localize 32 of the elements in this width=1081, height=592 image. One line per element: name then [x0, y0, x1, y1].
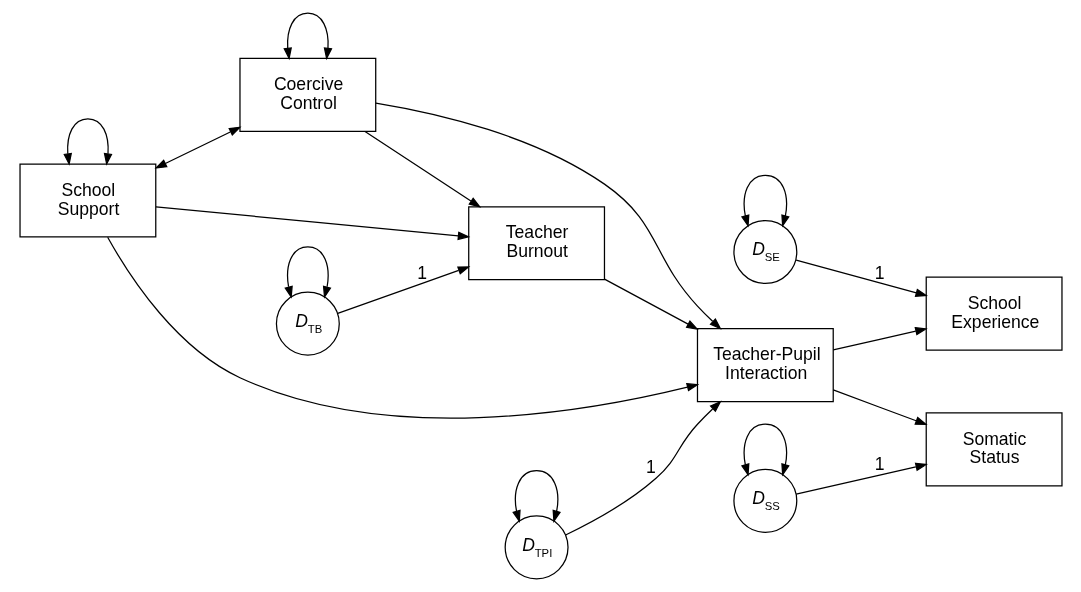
arrow [832, 326, 928, 351]
arrow [363, 130, 481, 208]
node-box: School Experience [925, 276, 1063, 351]
arrow [795, 462, 928, 495]
arrow [740, 174, 790, 228]
node-circle: D$_{TPI}$ [504, 515, 569, 580]
arrow [374, 102, 722, 330]
edge-label: 1 [874, 262, 884, 283]
arrow [740, 423, 790, 477]
node-box: Coercive Control [238, 57, 376, 132]
node-circle: D$_{SS}$ [732, 468, 797, 533]
arrow [795, 259, 928, 297]
node-box: Somatic Status [925, 412, 1063, 487]
edge-label: 1 [645, 457, 656, 478]
arrow [153, 126, 241, 169]
arrow [511, 470, 561, 523]
arrow [106, 236, 699, 419]
edge-label: 1 [416, 262, 427, 283]
edge-label: 1 [874, 453, 884, 474]
arrow [603, 278, 699, 330]
node-circle: D$_{TB}$ [275, 291, 340, 356]
node-box: Teacher-Pupil Interaction [696, 328, 834, 403]
node-box: School Support [18, 163, 156, 238]
arrow [154, 206, 470, 241]
arrow [336, 266, 470, 315]
arrow [62, 118, 112, 166]
arrow [283, 246, 331, 299]
arrow [564, 400, 722, 536]
arrow [282, 12, 332, 61]
arrow [832, 389, 928, 426]
node-circle: D$_{SE}$ [732, 219, 797, 285]
node-box: Teacher Burnout [467, 206, 605, 281]
